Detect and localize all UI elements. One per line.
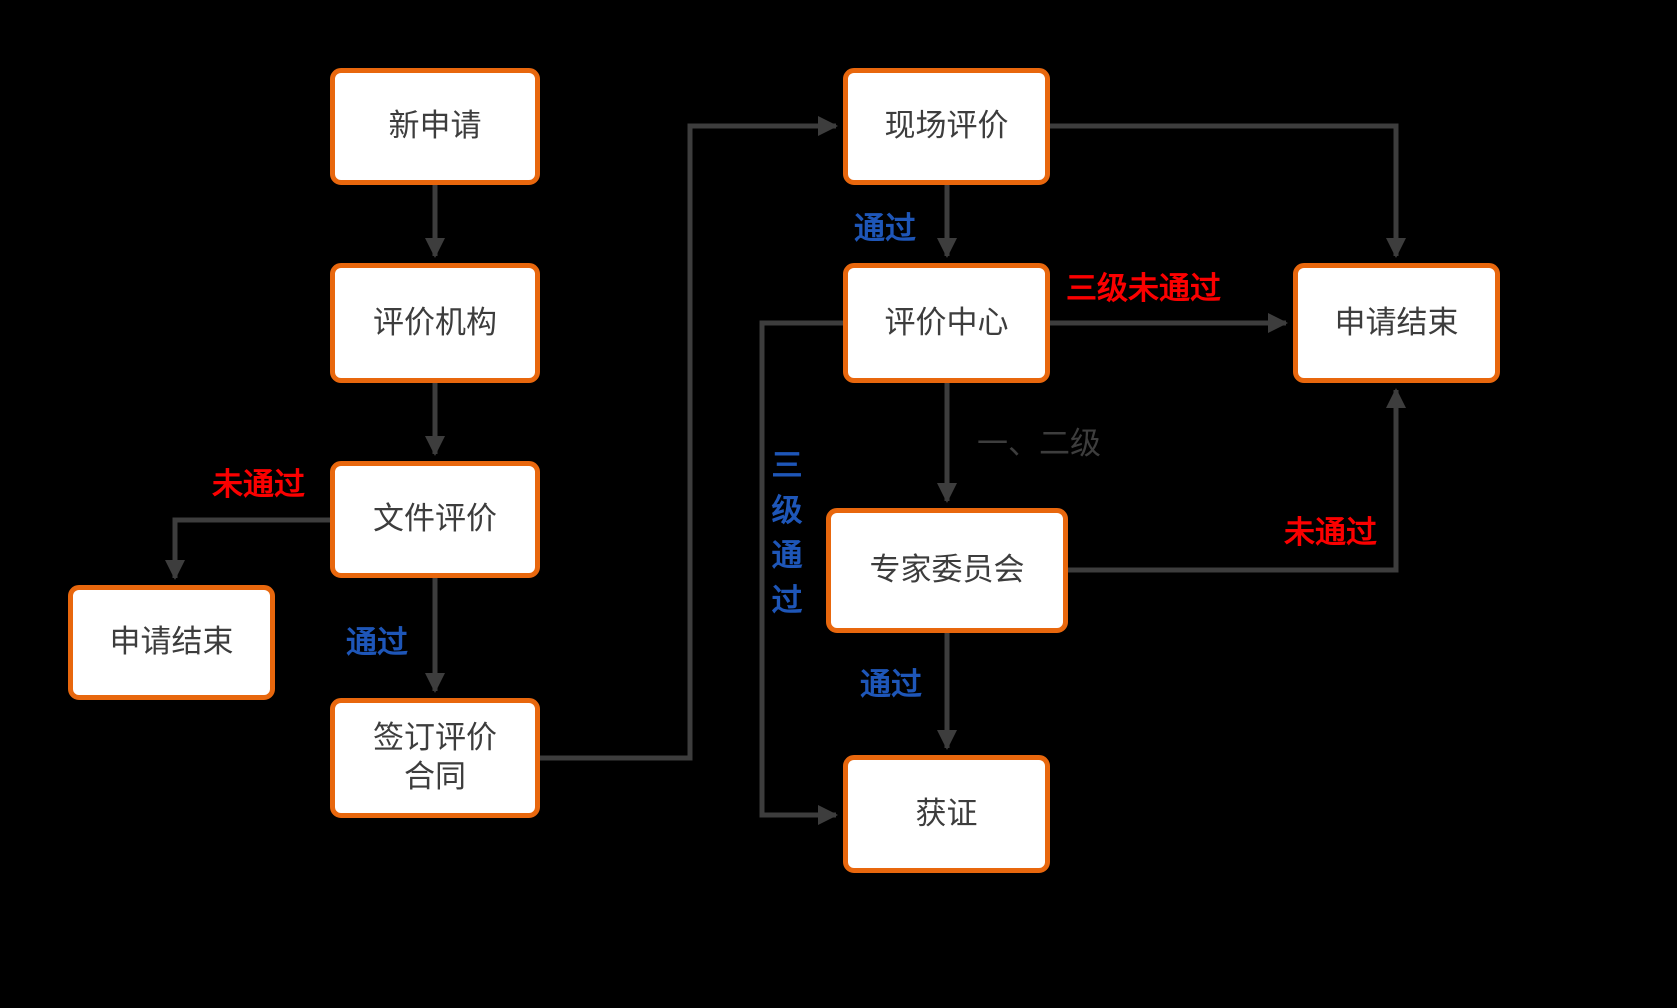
node-onsite-evaluation: 现场评价 [843, 68, 1050, 185]
node-obtain-certificate: 获证 [843, 755, 1050, 873]
node-new-application: 新申请 [330, 68, 540, 185]
edge-label-expert-fail: 未通过 [1284, 515, 1377, 551]
node-sign-contract-label: 签订评价 合同 [373, 720, 497, 795]
edge-label-document-pass: 通过 [346, 625, 408, 661]
edge-label-level-one-two: 一、二级 [977, 426, 1101, 462]
edge-label-expert-pass: 通过 [860, 667, 922, 703]
node-document-evaluation-label: 文件评价 [373, 501, 497, 538]
edge-label-level3-pass: 三级通过 [771, 448, 803, 619]
edge-onsite-fail-to-end [1050, 123, 1406, 258]
edge-label-document-fail: 未通过 [212, 467, 305, 503]
node-application-end-right: 申请结束 [1293, 263, 1500, 383]
node-sign-contract: 签订评价 合同 [330, 698, 540, 818]
edge-label-onsite-pass: 通过 [854, 211, 916, 247]
edge-label-level3-fail: 三级未通过 [1066, 271, 1221, 307]
node-evaluation-center-label: 评价中心 [884, 304, 1009, 341]
node-application-end-left: 申请结束 [68, 585, 275, 700]
node-evaluation-agency: 评价机构 [330, 263, 540, 383]
node-onsite-evaluation-label: 现场评价 [884, 108, 1009, 145]
node-application-end-right-label: 申请结束 [1334, 304, 1459, 341]
node-expert-committee: 专家委员会 [826, 508, 1068, 633]
edge-contract-to-onsite [540, 116, 838, 761]
node-application-end-left-label: 申请结束 [109, 624, 234, 661]
node-evaluation-center: 评价中心 [843, 263, 1050, 383]
edge-expert-fail-to-end [1068, 388, 1406, 573]
node-new-application-label: 新申请 [388, 108, 482, 145]
node-obtain-certificate-label: 获证 [915, 795, 978, 832]
edge-document-fail-to-end [165, 517, 330, 580]
edge-center-level3pass-to-certificate [759, 320, 843, 825]
node-evaluation-agency-label: 评价机构 [373, 304, 497, 341]
node-expert-committee-label: 专家委员会 [869, 552, 1025, 589]
node-document-evaluation: 文件评价 [330, 461, 540, 578]
